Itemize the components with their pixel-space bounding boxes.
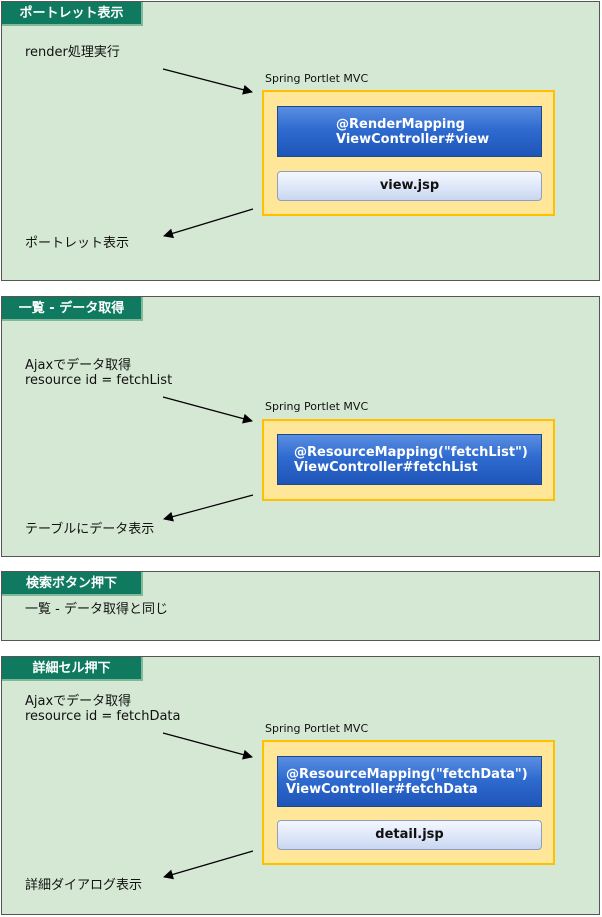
controller-box: @ResourceMapping("fetchList") ViewContro… xyxy=(277,434,542,485)
mvc-label: Spring Portlet MVC xyxy=(265,722,369,735)
section-list-fetch: 一覧 - データ取得 Ajaxでデータ取得 resource id = fetc… xyxy=(1,296,600,557)
request-label: render処理実行 xyxy=(25,45,120,60)
controller-line: ViewController#fetchList xyxy=(294,459,478,475)
controller-line: ViewController#view xyxy=(336,131,490,147)
request-label: Ajaxでデータ取得 resource id = fetchData xyxy=(25,694,180,724)
mvc-label: Spring Portlet MVC xyxy=(265,400,369,413)
spring-mvc-container: @RenderMapping ViewController#view view.… xyxy=(262,90,555,216)
request-line: resource id = fetchList xyxy=(25,373,173,388)
request-line: resource id = fetchData xyxy=(25,709,181,724)
section-search-button: 検索ボタン押下 一覧 - データ取得と同じ xyxy=(1,571,600,641)
note-label: 一覧 - データ取得と同じ xyxy=(25,602,168,617)
controller-box: @RenderMapping ViewController#view xyxy=(277,106,542,157)
section-title: 一覧 - データ取得 xyxy=(2,297,143,321)
section-title: ポートレット表示 xyxy=(2,2,143,26)
spring-mvc-container: @ResourceMapping("fetchList") ViewContro… xyxy=(262,419,555,501)
jsp-box: view.jsp xyxy=(277,171,542,201)
controller-line: ViewController#fetchData xyxy=(286,781,478,797)
section-title: 検索ボタン押下 xyxy=(2,572,143,596)
section-portlet-display: ポートレット表示 render処理実行 Spring Portlet MVC @… xyxy=(1,1,600,281)
request-line: Ajaxでデータ取得 xyxy=(25,694,132,709)
controller-line: @ResourceMapping("fetchList") xyxy=(294,444,528,460)
spring-mvc-container: @ResourceMapping("fetchData") ViewContro… xyxy=(262,740,555,865)
jsp-box: detail.jsp xyxy=(277,820,542,850)
controller-box: @ResourceMapping("fetchData") ViewContro… xyxy=(277,756,542,807)
result-label: 詳細ダイアログ表示 xyxy=(25,878,143,893)
request-line: Ajaxでデータ取得 xyxy=(25,358,132,373)
section-detail-cell: 詳細セル押下 Ajaxでデータ取得 resource id = fetchDat… xyxy=(1,656,600,915)
mvc-label: Spring Portlet MVC xyxy=(265,72,369,85)
request-line: render処理実行 xyxy=(25,45,120,60)
controller-line: @RenderMapping xyxy=(336,116,465,132)
controller-line: @ResourceMapping("fetchData") xyxy=(286,766,528,782)
section-title: 詳細セル押下 xyxy=(2,657,143,681)
request-label: Ajaxでデータ取得 resource id = fetchList xyxy=(25,358,172,388)
result-label: ポートレット表示 xyxy=(25,236,130,251)
result-label: テーブルにデータ表示 xyxy=(25,522,155,537)
